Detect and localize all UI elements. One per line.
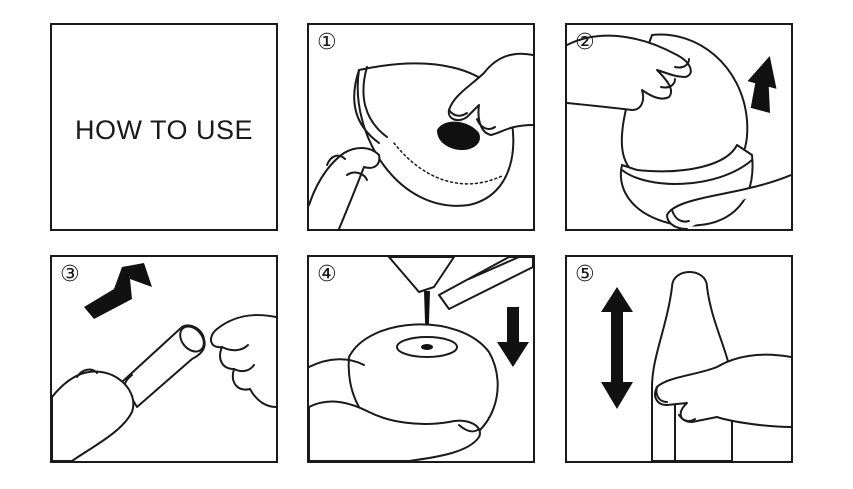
step-4-panel: ④ xyxy=(307,255,535,463)
pull-out-illustration xyxy=(567,33,791,229)
step-3-panel: ③ xyxy=(50,255,278,463)
step-1-panel: ① xyxy=(307,23,535,231)
step-number: ② xyxy=(575,30,595,55)
step-number: ③ xyxy=(60,262,80,287)
title-panel: HOW TO USE xyxy=(50,23,278,231)
step-number: ⑤ xyxy=(575,262,595,287)
step-5-panel: ⑤ xyxy=(565,255,793,463)
open-cap-illustration xyxy=(52,263,276,461)
page-title: HOW TO USE xyxy=(74,115,254,145)
step-2-panel: ② xyxy=(565,23,793,231)
pour-lube-illustration xyxy=(309,257,533,461)
step-number: ① xyxy=(317,30,337,55)
peel-seal-illustration xyxy=(309,52,533,229)
use-illustration xyxy=(601,271,791,461)
step-number: ④ xyxy=(317,262,337,287)
